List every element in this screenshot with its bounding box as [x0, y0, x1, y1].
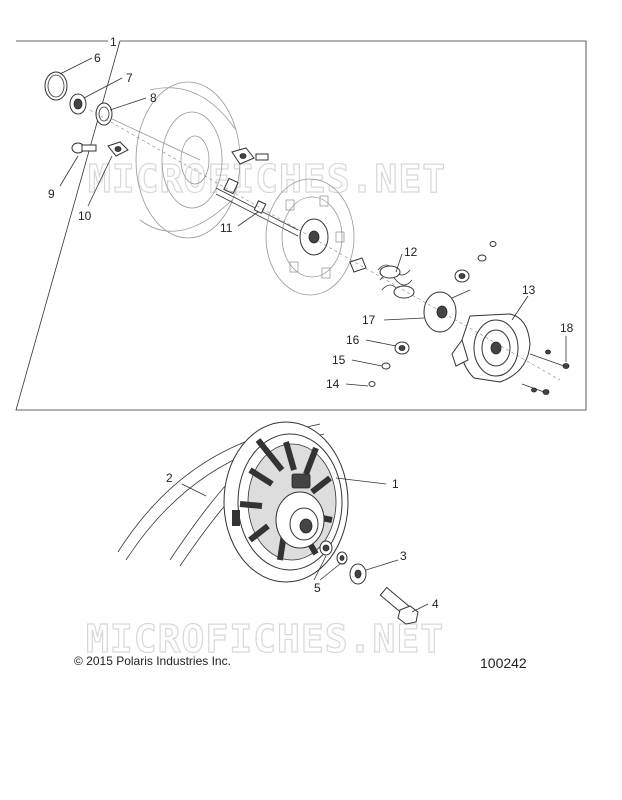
label-12: 12	[404, 245, 418, 259]
snap-ring-part	[44, 71, 68, 101]
label-17: 17	[362, 313, 376, 327]
label-16: 16	[346, 333, 360, 347]
label-14: 14	[326, 377, 340, 391]
label-15: 15	[332, 353, 346, 367]
washer-part	[95, 102, 113, 126]
assembled-view	[117, 421, 419, 625]
label-8: 8	[150, 91, 157, 105]
fixed-sheave-part	[109, 81, 241, 239]
label-5: 5	[314, 581, 321, 595]
label-1-top: 1	[110, 35, 117, 49]
button-part	[107, 141, 129, 157]
label-4: 4	[432, 597, 439, 611]
label-10: 10	[78, 209, 92, 223]
top-leader-lines	[59, 57, 567, 387]
bolt-part	[379, 586, 419, 625]
watermark-bottom: MICROFICHES.NET	[86, 617, 444, 661]
label-2: 2	[166, 471, 173, 485]
diagram-number: 100242	[480, 655, 527, 671]
spring-part	[377, 264, 415, 299]
label-6: 6	[94, 51, 101, 65]
label-1-bottom: 1	[392, 477, 399, 491]
label-7: 7	[126, 71, 133, 85]
screw-part	[521, 349, 570, 395]
spider-part	[265, 178, 355, 296]
copyright-text: © 2015 Polaris Industries Inc.	[74, 654, 231, 668]
cover-part	[451, 313, 531, 383]
shaft-part	[215, 177, 299, 237]
label-3: 3	[400, 549, 407, 563]
label-11: 11	[220, 221, 233, 235]
helix-part	[423, 289, 471, 333]
exploded-view	[44, 71, 570, 395]
bottom-part-labels: 2 1 3 5 4	[166, 471, 439, 611]
label-9: 9	[48, 187, 55, 201]
label-13: 13	[522, 283, 536, 297]
watermark-top: MICROFICHES.NET	[88, 157, 446, 201]
clutch-assembly-part	[223, 421, 349, 583]
top-assembly-frame	[15, 40, 587, 411]
washer-small-part	[381, 362, 391, 370]
label-18: 18	[560, 321, 574, 335]
clip-part	[368, 381, 376, 387]
top-part-labels: 1 6 7 8 9 10 11 12 13 17 16 15 14 18	[48, 35, 574, 391]
bottom-leader-lines	[181, 477, 429, 613]
pin-part	[71, 142, 97, 154]
